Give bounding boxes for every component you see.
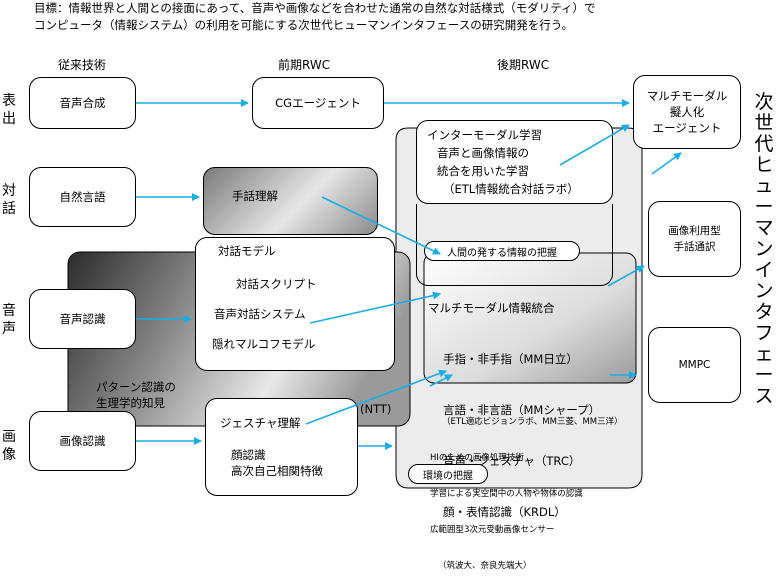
row-image: 画像: [2, 429, 16, 463]
dialog-model-title: 対話モデル: [218, 244, 276, 258]
column-conventional: 従来技術: [58, 58, 107, 72]
dialog-model-item: 音声対話システム: [214, 307, 306, 321]
arrow-intermodal-to-agent: [559, 124, 630, 166]
row-dialog: 対話: [2, 183, 16, 217]
env-note: 広範囲型3次元受動画像センサー: [430, 525, 555, 535]
column-late-rwc: 後期RWC: [497, 58, 550, 72]
gesture-title: ジェスチャ理解: [220, 416, 301, 430]
ntt-label: (NTT): [360, 402, 392, 416]
sign-language-box: 手話理解: [203, 167, 378, 235]
cg-agent-box: CGエージェント: [252, 77, 384, 129]
env-note: （ETL適応ビジョンラボ、MM三菱、MM三洋）: [442, 417, 623, 427]
speech-recognition-box: 音声認識: [29, 289, 136, 349]
arrow-sign-to-mm: [321, 196, 441, 255]
mm-integration-title: マルチモーダル情報統合: [428, 301, 555, 315]
gesture-item: 顔認識: [231, 448, 266, 462]
natural-language-box: 自然言語: [29, 167, 136, 227]
env-note: （筑波大、奈良先端大）: [438, 561, 532, 571]
dialog-model-item: 対話スクリプト: [236, 277, 317, 291]
arrow-gesture-to-mm: [305, 369, 447, 425]
human-info-tab: 人間の発する情報の把握: [424, 241, 580, 261]
sign-translation-box: 画像利用型手話通訳: [648, 201, 741, 277]
mm-integration-item: 言語・非言語（MMシャープ）: [443, 403, 601, 417]
vertical-title: 次世代ヒューマンインタフェース: [754, 91, 774, 407]
row-speech: 音声: [2, 303, 16, 337]
speech-synthesis-box: 音声合成: [29, 77, 136, 129]
mmpc-box: MMPC: [648, 327, 741, 403]
dialog-model-item: 隠れマルコフモデル: [212, 337, 316, 351]
environment-tab: 環境の把握: [408, 464, 488, 484]
image-recognition-box: 画像認識: [29, 411, 136, 471]
gesture-item: 高次自己相関特徴: [231, 464, 323, 478]
goal-line-2: コンピュータ（情報システム）の利用を可能にする次世代ヒューマンインタフェースの研…: [34, 18, 573, 32]
arrows-layer: [136, 99, 682, 450]
goal-line-1: 目標：情報世界と人間との接面にあって、音声や画像などを合わせた通常の自然な対話様…: [34, 1, 596, 15]
intermodal-title: インターモーダル学習: [427, 128, 542, 142]
row-output: 表出: [2, 93, 16, 127]
arrow-mm-to-sign-translation: [607, 265, 645, 287]
env-note: HIのための画像処理技術: [430, 453, 524, 463]
intermodal-learning-box: インターモーダル学習 音声と画像情報の 統合を用いた学習 （ETL情報統合対話ラ…: [416, 120, 613, 204]
mm-integration-item: 手指・非手指（MM日立）: [443, 352, 578, 366]
column-early-rwc: 前期RWC: [278, 58, 331, 72]
env-note: 学習による実空間中の人物や物体の認識: [430, 489, 583, 499]
intermodal-line: 統合を用いた学習: [437, 164, 529, 178]
arrow-panel-to-agent: [651, 152, 682, 175]
multimodal-agent-box: マルチモーダル擬人化エージェント: [633, 75, 741, 149]
intermodal-box-lower: [416, 204, 613, 286]
arrow-dialog-to-mm: [309, 291, 441, 324]
intermodal-line: （ETL情報統合対話ラボ）: [443, 182, 579, 196]
pattern-recognition-label: パターン認識の生理学的知見: [96, 380, 176, 410]
mm-integration-content: マルチモーダル情報統合 手指・非手指（MM日立） 言語・非言語（MMシャープ） …: [428, 266, 600, 538]
dialog-model-box: 対話モデル 対話スクリプト 音声対話システム 隠れマルコフモデル: [195, 237, 395, 371]
arrow-env-notes: [429, 374, 453, 387]
intermodal-line: 音声と画像情報の: [437, 146, 529, 160]
